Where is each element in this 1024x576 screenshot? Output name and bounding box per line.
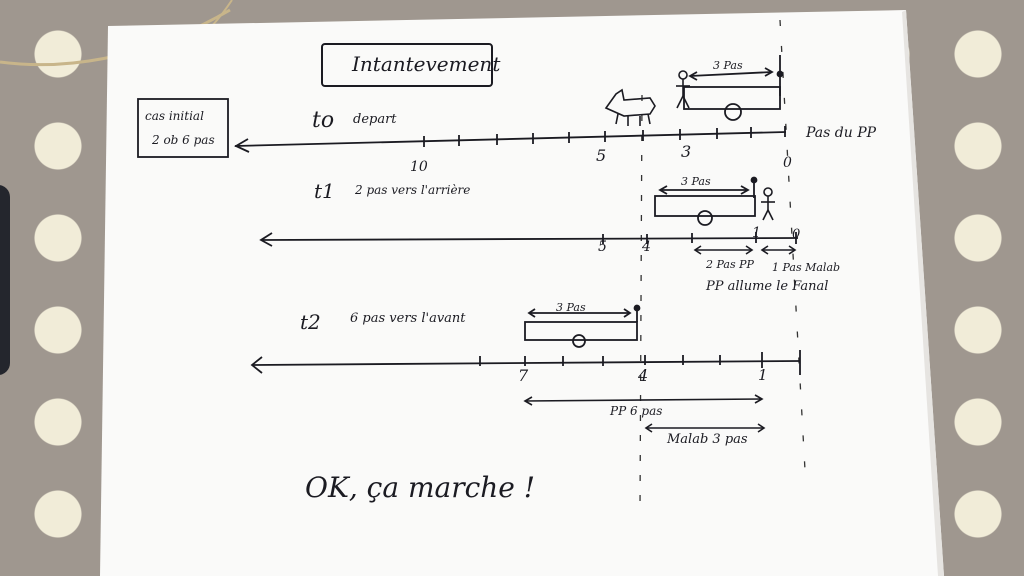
conclusion-text: OK, ça marche ! bbox=[305, 471, 536, 504]
timeline-t2 bbox=[250, 350, 801, 375]
wheel-icon bbox=[697, 210, 713, 226]
row-desc-t1: 2 pas vers l'arrière bbox=[355, 183, 471, 197]
initial-box-line1: cas initial bbox=[145, 109, 204, 123]
t2-number-4: 4 bbox=[638, 366, 649, 385]
t1-number-0: 0 bbox=[792, 227, 801, 242]
timeline-t1 bbox=[259, 232, 799, 247]
timeline-t0 bbox=[234, 126, 787, 153]
t1-distance-label: 3 Pas bbox=[681, 175, 711, 188]
row-desc-t0: depart bbox=[353, 112, 397, 127]
pole-t2 bbox=[524, 304, 641, 348]
title-box bbox=[321, 43, 493, 87]
t0-number-0: 0 bbox=[783, 155, 792, 171]
t0-number-3: 3 bbox=[681, 142, 692, 161]
t2-number-7: 7 bbox=[518, 366, 529, 385]
row-label-t1: t1 bbox=[314, 179, 335, 203]
wheel-icon bbox=[724, 103, 742, 121]
t1-note-pp: 2 Pas PP bbox=[706, 258, 754, 271]
initial-box bbox=[137, 98, 229, 158]
person-icon bbox=[676, 70, 690, 109]
row-label-t0: to bbox=[312, 108, 335, 133]
t0-distance-label: 3 Pas bbox=[713, 59, 743, 72]
dark-object bbox=[0, 185, 10, 375]
t0-right-label: Pas du PP bbox=[806, 125, 877, 141]
t2-distance-label: 3 Pas bbox=[556, 301, 586, 314]
dashed-guides bbox=[639, 19, 806, 511]
row-label-t2: t2 bbox=[300, 310, 321, 334]
t2-note-pp: PP 6 pas bbox=[610, 404, 663, 418]
t1-note-fanal: PP allume le Fanal bbox=[706, 279, 829, 294]
wheel-icon bbox=[572, 334, 586, 348]
t2-number-1: 1 bbox=[758, 366, 768, 384]
page-title: Intantevement bbox=[352, 52, 501, 76]
horse-icon bbox=[604, 88, 656, 126]
initial-box-line2: 2 ob 6 pas bbox=[152, 133, 215, 147]
t0-number-5: 5 bbox=[596, 146, 607, 165]
t1-number-5: 5 bbox=[598, 239, 607, 255]
measure-arrows-t1 bbox=[693, 245, 797, 255]
pole-t1 bbox=[654, 176, 758, 226]
t1-number-4: 4 bbox=[642, 239, 651, 255]
measure-arrows-t2 bbox=[523, 394, 766, 433]
row-desc-t2: 6 pas vers l'avant bbox=[350, 311, 466, 326]
t0-number-10: 10 bbox=[410, 159, 428, 175]
t1-number-1: 1 bbox=[752, 225, 761, 241]
person-icon bbox=[761, 187, 775, 221]
t2-note-malab: Malab 3 pas bbox=[667, 432, 748, 447]
t1-note-malab: 1 Pas Malab bbox=[772, 261, 841, 274]
